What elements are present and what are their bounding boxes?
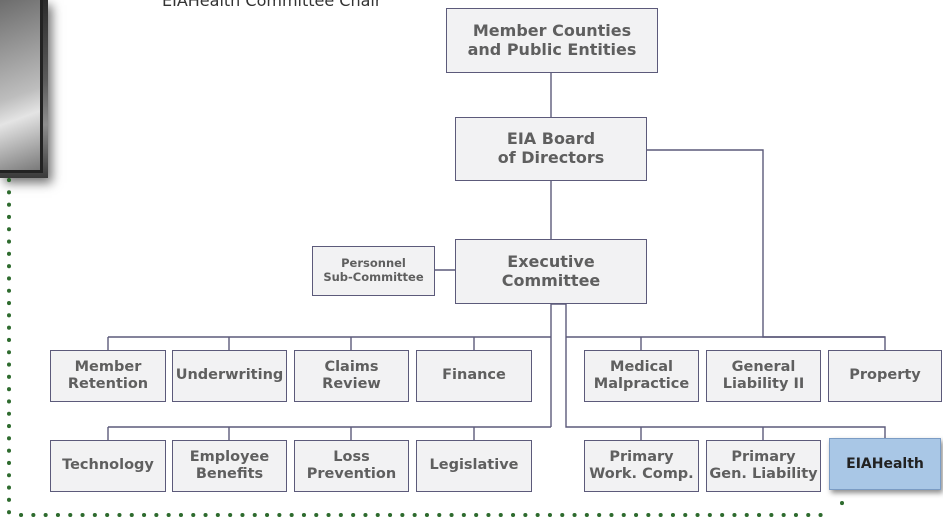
board-of-directors-node: EIA Board of Directors	[455, 117, 647, 181]
primary-work-comp-node: Primary Work. Comp.	[584, 440, 699, 492]
member-counties-node: Member Counties and Public Entities	[446, 8, 658, 73]
medical-malpractice-node: Medical Malpractice	[584, 350, 699, 402]
legislative-node: Legislative	[416, 440, 532, 492]
photo-caption: EIAHealth Committee Chair	[162, 0, 382, 10]
claims-review-node: Claims Review	[294, 350, 409, 402]
eiahealth-node: EIAHealth	[829, 438, 941, 490]
primary-gen-liability-node: Primary Gen. Liability	[706, 440, 821, 492]
underwriting-node: Underwriting	[172, 350, 287, 402]
finance-node: Finance	[416, 350, 532, 402]
technology-node: Technology	[50, 440, 166, 492]
personnel-subcommittee-node: Personnel Sub-Committee	[312, 246, 435, 296]
property-node: Property	[828, 350, 942, 402]
portrait-photo	[0, 0, 48, 178]
member-retention-node: Member Retention	[50, 350, 166, 402]
executive-committee-node: Executive Committee	[455, 239, 647, 304]
general-liability-node: General Liability II	[706, 350, 821, 402]
loss-prevention-node: Loss Prevention	[294, 440, 409, 492]
employee-benefits-node: Employee Benefits	[172, 440, 287, 492]
